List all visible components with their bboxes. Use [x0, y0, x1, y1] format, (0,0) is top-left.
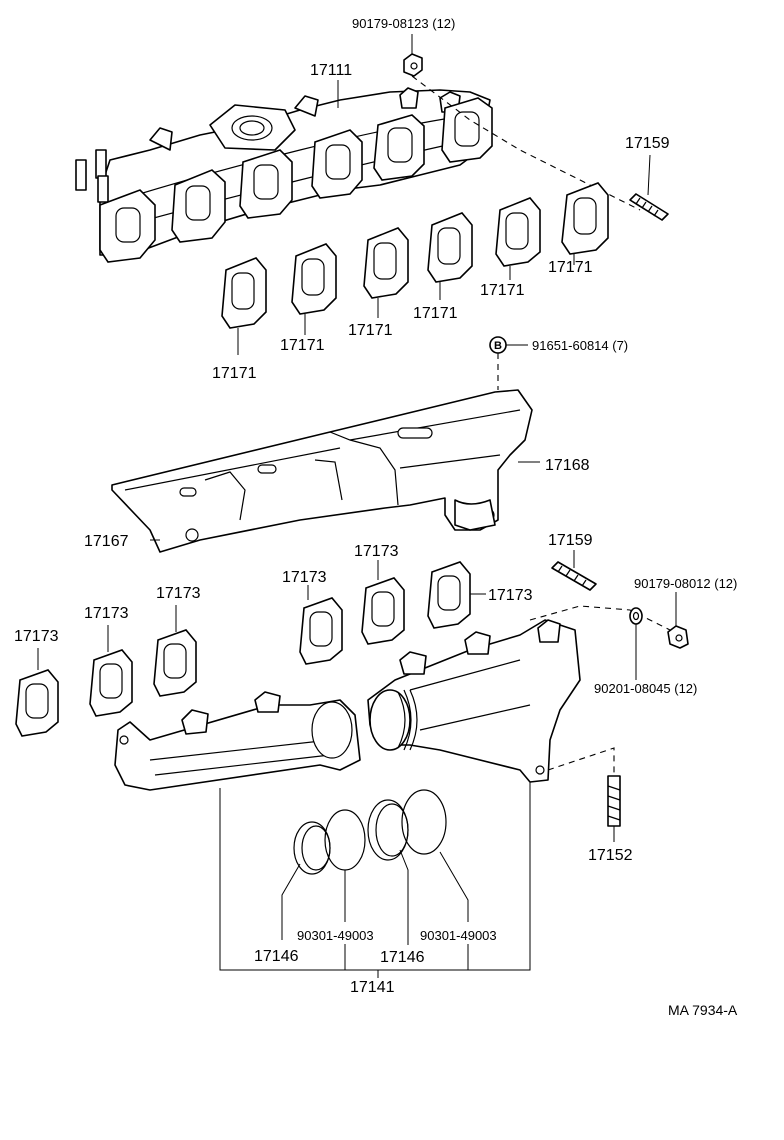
nut-upper-shape	[403, 53, 423, 77]
label-gasket-l: 17173	[488, 587, 533, 604]
label-gasket-a: 17171	[548, 259, 593, 276]
label-gasket-g: 17173	[14, 628, 59, 645]
nut-lower-shape	[667, 625, 689, 649]
label-gasket-c: 17171	[413, 305, 458, 322]
label-bolt-b: 91651-60814 (7)	[532, 338, 628, 353]
label-stud-lower: 17159	[548, 532, 593, 549]
insulator-shape	[111, 389, 533, 553]
label-stud-upper: 17159	[625, 135, 670, 152]
label-gasket-i: 17173	[156, 585, 201, 602]
seal-rings	[293, 789, 447, 875]
label-gasket-e: 17171	[280, 337, 325, 354]
b-marker-label: B	[494, 340, 502, 352]
label-ring-a: 90301-49003	[297, 928, 374, 943]
label-manifold: 17111	[310, 62, 352, 79]
label-washer: 90201-08045 (12)	[594, 681, 697, 696]
label-insulator-left: 17167	[84, 533, 129, 550]
label-ring-b: 90301-49003	[420, 928, 497, 943]
label-gasket-b: 17171	[480, 282, 525, 299]
gasket-17173-set	[15, 561, 471, 737]
label-stud-bottom: 17152	[588, 847, 633, 864]
diagram-ref-code: MA 7934-A	[668, 1002, 738, 1018]
stud-bottom-shape	[607, 775, 621, 827]
washer-shape	[629, 607, 643, 625]
label-gasket-f: 17171	[212, 365, 257, 382]
label-gasket-h: 17173	[84, 605, 129, 622]
label-seal-b: 17146	[380, 949, 425, 966]
gasket-17171-set	[221, 182, 609, 329]
exhaust-manifold-upper	[75, 87, 493, 263]
label-nut-lower: 90179-08012 (12)	[634, 576, 737, 591]
label-gasket-j: 17173	[282, 569, 327, 586]
stud-lower-shape	[551, 561, 597, 591]
b-marker: B	[489, 336, 507, 354]
label-insulator-right: 17168	[545, 457, 590, 474]
label-gasket-d: 17171	[348, 322, 393, 339]
lower-manifold-shape	[114, 619, 581, 791]
label-nut-upper: 90179-08123 (12)	[352, 16, 455, 31]
label-lower-manifold: 17141	[350, 979, 395, 996]
stud-upper-shape	[629, 193, 669, 221]
label-seal-a: 17146	[254, 948, 299, 965]
label-gasket-k: 17173	[354, 543, 399, 560]
